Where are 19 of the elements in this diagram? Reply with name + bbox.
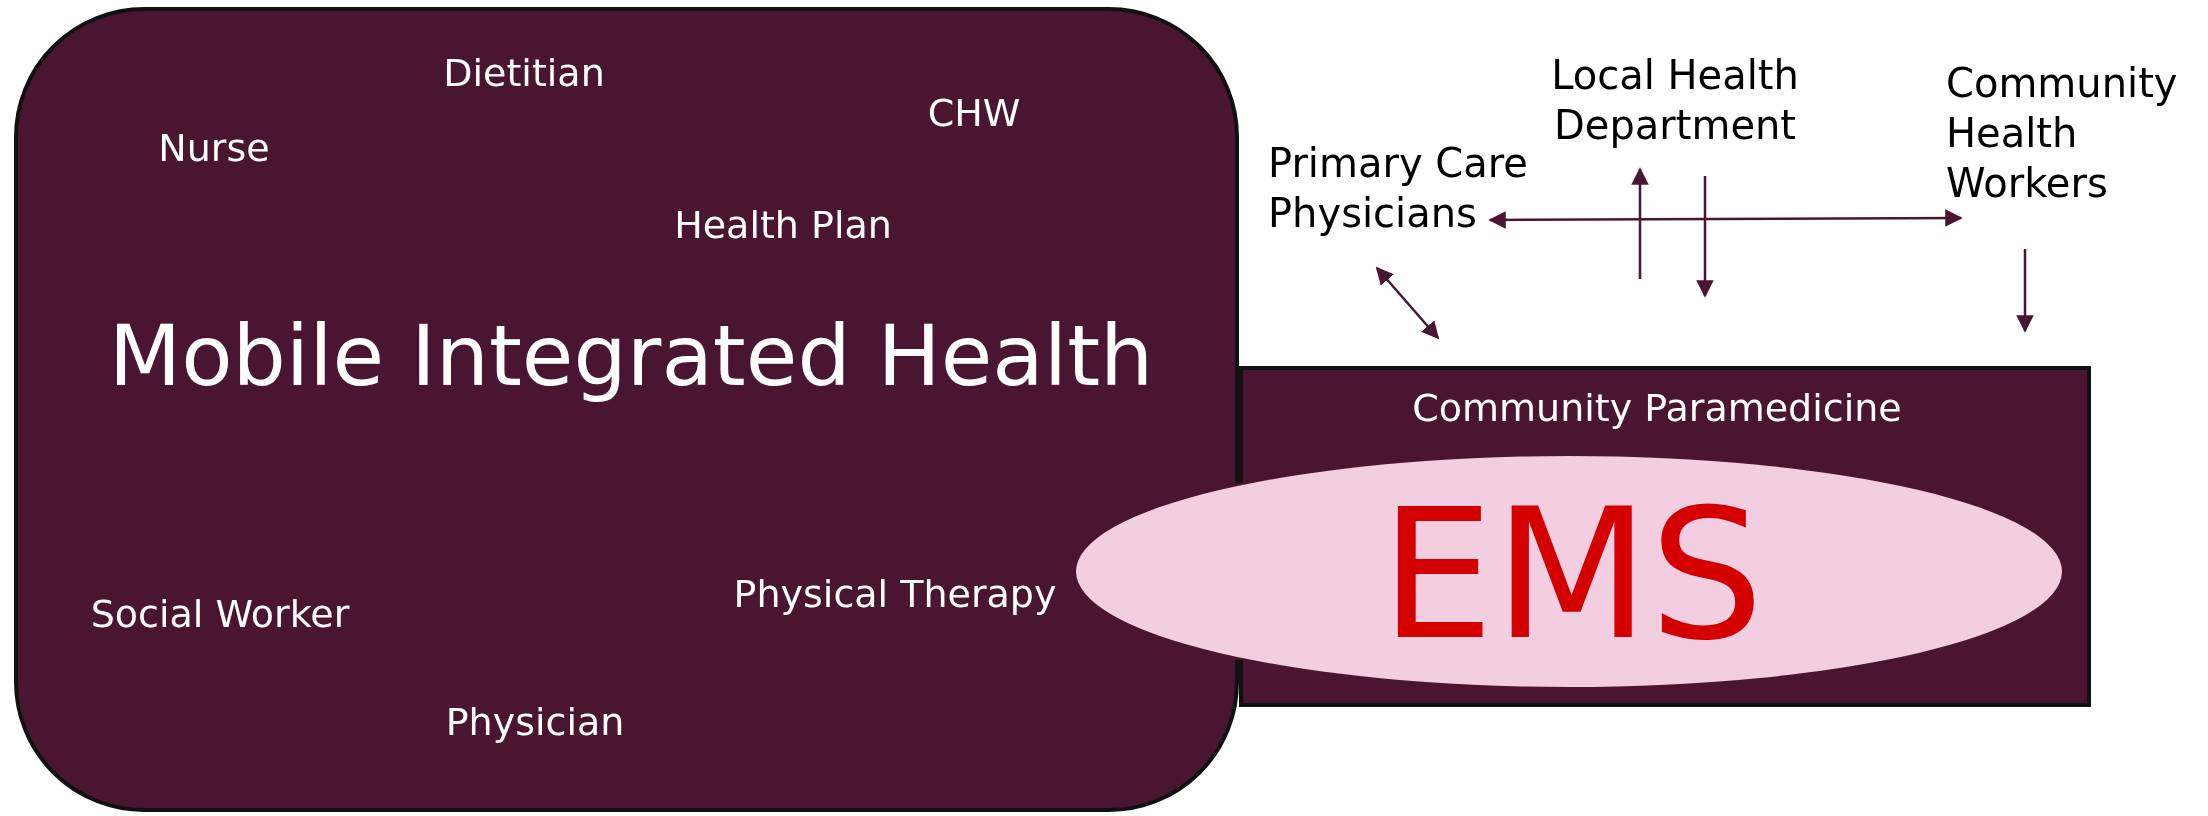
rounded-panel [14, 7, 1239, 812]
arrow [1375, 266, 1440, 340]
role-label: Physical Therapy [733, 572, 1057, 616]
role-label: Physician [445, 700, 625, 744]
node-text: Primary Care Physicians [1268, 139, 1529, 238]
role-label: Social Worker [90, 592, 350, 636]
arrow [1696, 176, 1714, 298]
title-text: Community Paramedicine [1412, 385, 1902, 433]
role-label: Nurse [158, 126, 270, 170]
title-text: Mobile Integrated Health [108, 305, 1154, 407]
role-label: Dietitian [443, 51, 605, 95]
arrow [1488, 209, 1963, 229]
node-text: Community Health Workers [1946, 59, 2179, 208]
title-text: EMS [1380, 468, 1764, 681]
node-text: Local Health Department [1550, 51, 1800, 150]
arrow [1631, 167, 1649, 279]
role-label: Health Plan [674, 203, 892, 247]
role-label: CHW [927, 91, 1021, 135]
arrow [2016, 249, 2034, 333]
